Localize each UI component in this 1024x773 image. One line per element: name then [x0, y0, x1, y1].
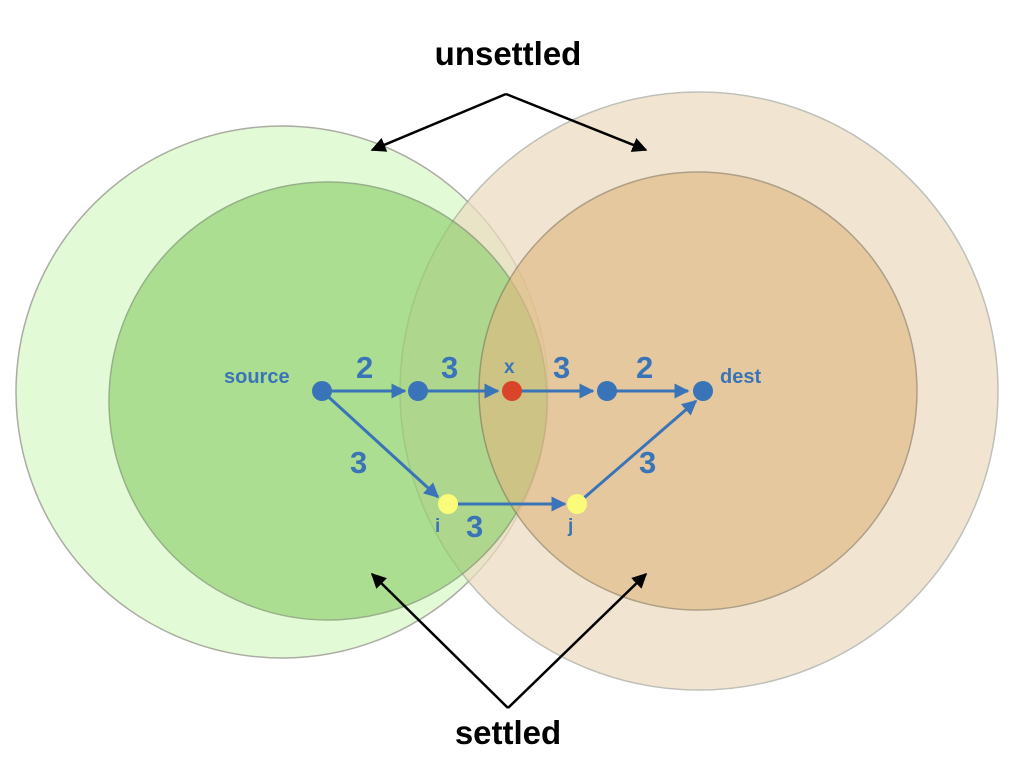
label-dest: dest: [720, 366, 761, 388]
unsettled-arrow-left: [370, 92, 507, 152]
label-x: x: [504, 357, 515, 378]
weight-n1-x: 3: [441, 350, 458, 385]
node-n2: [597, 381, 617, 401]
node-i: [438, 494, 458, 514]
unsettled-label: unsettled: [435, 35, 582, 72]
label-j: j: [567, 516, 573, 537]
unsettled-arrow-right: [505, 92, 648, 152]
weight-n2-dest: 2: [636, 350, 653, 385]
settled-pointer-arrows: [370, 572, 648, 709]
node-n1: [408, 381, 428, 401]
weight-j-dest: 3: [639, 445, 656, 480]
label-i: i: [435, 516, 440, 537]
node-x: [502, 381, 522, 401]
settled-arrow-right: [507, 572, 648, 709]
settled-arrow-left: [370, 572, 509, 709]
label-source: source: [224, 366, 290, 388]
edge-source-i: [320, 389, 440, 499]
weight-i-j: 3: [466, 509, 483, 544]
weight-x-n2: 3: [553, 350, 570, 385]
node-dest: [693, 381, 713, 401]
graph-nodes: [312, 381, 713, 514]
node-j: [567, 494, 587, 514]
weight-source-n1: 2: [356, 350, 373, 385]
edge-j-dest: [576, 399, 698, 506]
weight-source-i: 3: [350, 445, 367, 480]
graph-edges: [320, 383, 698, 512]
node-source: [312, 381, 332, 401]
settled-label: settled: [455, 714, 561, 751]
unsettled-pointer-arrows: [370, 92, 648, 152]
